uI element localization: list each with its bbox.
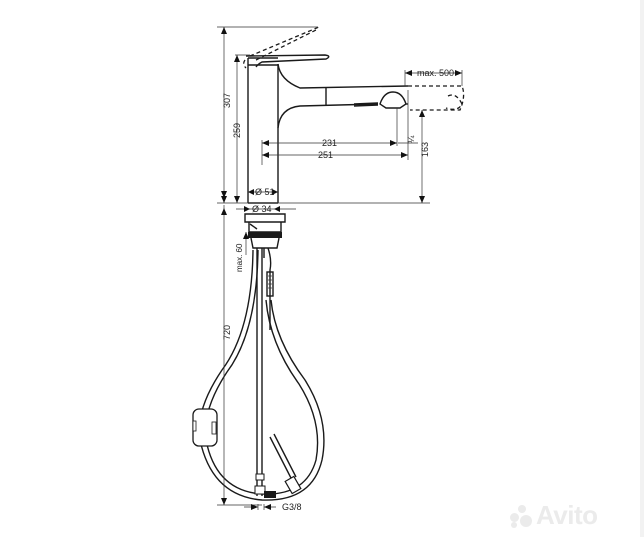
dim-connection-thread: G3/8 bbox=[282, 502, 302, 512]
dim-shank-diameter: Ø 34 bbox=[252, 204, 272, 214]
dim-reach-231: 231 bbox=[322, 138, 337, 148]
dim-reach-251: 251 bbox=[318, 150, 333, 160]
dim-pullout: max. 500 bbox=[417, 68, 454, 78]
right-edge-border bbox=[640, 0, 644, 537]
dim-max-deck: max. 60 bbox=[235, 243, 244, 272]
mounting-shank bbox=[244, 213, 286, 496]
dim-spray-offset: ¼ bbox=[406, 135, 416, 143]
avito-watermark: Avito bbox=[536, 500, 598, 530]
faucet-body bbox=[243, 26, 465, 204]
avito-logo-icon bbox=[508, 503, 536, 529]
hose-loop bbox=[192, 249, 325, 501]
dim-total-height: 307 bbox=[222, 93, 232, 108]
dimension-lines bbox=[217, 26, 463, 510]
dim-body-height: 259 bbox=[232, 123, 242, 138]
dimension-labels: 307 259 231 251 163 max. 500 ¼ Ø 51 Ø 34… bbox=[222, 68, 454, 512]
dim-base-diameter: Ø 51 bbox=[255, 187, 275, 197]
dim-hose-length: 720 bbox=[222, 325, 232, 340]
dim-spout-height: 163 bbox=[420, 142, 430, 157]
